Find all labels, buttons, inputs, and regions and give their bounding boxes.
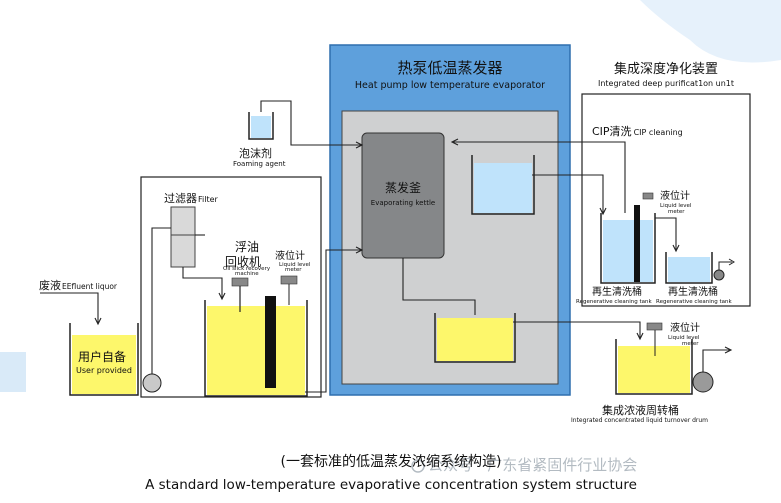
turnover-level-cn: 液位计 (670, 321, 700, 334)
filter-out-pipe (182, 267, 223, 298)
foaming-pipe (260, 100, 362, 146)
regen-tank-2-cn: 再生清洗桶 (668, 285, 718, 298)
watermark-logo-icon (411, 459, 425, 473)
filter-label: 过滤器Filter (164, 192, 219, 205)
oil-tank-liquid (207, 306, 305, 395)
regen-tank-2-en: Regenerative cleaning tank (656, 299, 732, 305)
turnover-arrow-icon (724, 346, 733, 354)
kettle-label-en: Evaporating kettle (371, 199, 435, 207)
oil-separator-rod (265, 296, 276, 388)
foaming-cn: 泡沫剂 (239, 146, 272, 160)
evaporating-kettle (361, 132, 445, 259)
left-decoration (0, 352, 26, 392)
distillate-pipe (532, 174, 604, 213)
kettle-inlet-arrow-icon (355, 246, 364, 254)
regen-link-pipe (655, 217, 677, 250)
inner-yellow-tank (434, 313, 516, 363)
caption-en: A standard low-temperature evaporative c… (145, 477, 637, 493)
level-meter-head-icon (642, 192, 654, 200)
waste-pipe (40, 292, 99, 323)
watermark-text: 公众号 · 广东省紧固件行业协会 (428, 456, 637, 474)
inner-yellow-liquid (437, 318, 513, 361)
turnover-drum-en: Integrated concentrated liquid turnover … (571, 417, 708, 424)
regen-tank-2-liquid (668, 257, 710, 282)
oil-recovery-en-1: Oil slick recovery (223, 266, 271, 272)
evaporator-title-en: Heat pump low temperature evaporator (355, 80, 545, 91)
kettle-to-concentrate-pipe (402, 258, 476, 315)
corner-decoration (640, 0, 781, 63)
left-level-cn: 液位计 (275, 249, 305, 262)
oil-to-kettle-pipe (305, 249, 362, 393)
turnover-level-head-icon (646, 322, 663, 331)
level-meter-rod (634, 205, 640, 282)
turnover-level-en-2: meter (682, 341, 699, 347)
oil-recovery-en-2: machine (235, 271, 259, 277)
turnover-drum (615, 339, 693, 395)
purification-title-cn: 集成深度净化装置 (614, 61, 718, 77)
kettle-label-cn: 蒸发釜 (385, 180, 421, 195)
cip-pipe (452, 141, 626, 213)
purif-level-en-2: meter (668, 209, 685, 215)
feed-pump-icon (142, 373, 162, 393)
left-level-en-1: Liquid level (279, 262, 311, 268)
regen-tank-1-liquid (603, 220, 653, 282)
purif-level-en-1: Liquid level (660, 203, 692, 209)
filter-arrow-icon (218, 292, 226, 301)
oil-recovery-icon (231, 277, 249, 287)
foaming-arrow-icon (355, 141, 364, 149)
turnover-outlet-pipe (702, 349, 730, 372)
turnover-liquid (618, 346, 690, 393)
oil-recovery-cn-2: 回收机 (225, 255, 261, 269)
purification-title-en: Integrated deep purificat1on un1t (598, 79, 734, 88)
user-tank-liquid (72, 335, 136, 394)
regen-tank-1-cn: 再生清洗桶 (592, 285, 642, 298)
regen-pump-icon (713, 269, 725, 281)
oil-tank (204, 300, 308, 397)
cip-arrow-icon (450, 138, 459, 146)
user-tank-cn: 用户自备 (78, 349, 126, 364)
purif-level-cn: 液位计 (660, 189, 690, 202)
regen-tank-1-en: Regenerative cleaning tank (576, 299, 652, 305)
waste-label: 废液EEfluent liquor (39, 278, 118, 292)
regen-tank-2 (665, 252, 713, 284)
user-tank-en: User provided (76, 366, 132, 375)
concentrate-arrow-icon (636, 332, 644, 341)
regen-tank-1 (600, 213, 656, 284)
inner-blue-tank (471, 155, 535, 215)
filter-body (170, 206, 196, 268)
foaming-en: Foaming agent (233, 160, 286, 168)
turnover-level-en-1: Liquid level (668, 335, 700, 341)
user-tank (69, 323, 139, 396)
treatment-enclosure (140, 176, 322, 398)
concentrate-pipe (513, 321, 641, 338)
turnover-pump-icon (692, 371, 714, 393)
turnover-drum-cn: 集成浓液周转桶 (602, 403, 679, 417)
foaming-tank (248, 112, 274, 140)
foaming-liquid (251, 116, 271, 138)
caption-cn: (一套标准的低温蒸发浓缩系统构造) (281, 454, 502, 470)
waste-arrow-icon (94, 317, 102, 326)
left-level-head-icon (280, 275, 298, 285)
oil-recovery-cn-1: 浮油 (235, 240, 259, 254)
feed-pipe (151, 227, 171, 374)
outlet-arrow-icon (728, 258, 735, 266)
regen-link-arrow-icon (672, 244, 680, 253)
inner-blue-liquid (474, 163, 532, 213)
pipe-network (40, 100, 733, 393)
distillate-arrow-icon (599, 207, 607, 216)
regen-outlet-pipe (718, 261, 732, 270)
evaporator-title-cn: 热泵低温蒸发器 (397, 59, 502, 77)
left-level-en-2: meter (285, 267, 302, 273)
